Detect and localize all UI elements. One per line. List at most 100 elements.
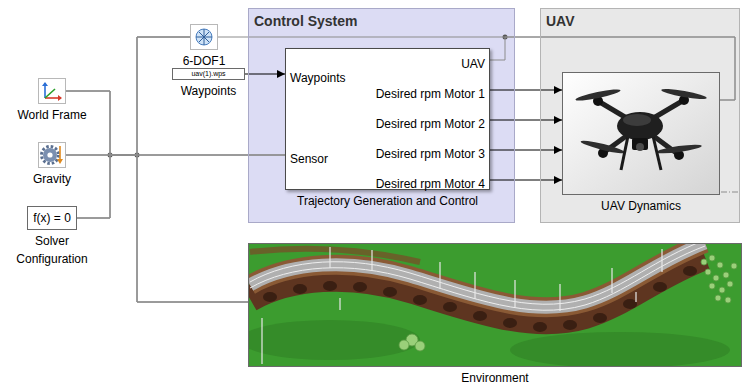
text-holder: World Frame: [17, 105, 86, 123]
area-title: UAV: [546, 13, 575, 29]
port-label: Desired rpm Motor 1: [376, 87, 485, 101]
landscape-drawing: [249, 244, 741, 366]
quadcopter-drawing: [617, 112, 663, 140]
landscape-drawing: [709, 255, 715, 261]
quadcopter-drawing: [632, 138, 648, 150]
port-label: UAV: [461, 57, 485, 71]
landscape-drawing: [510, 332, 730, 366]
quadcopter-drawing: [623, 114, 651, 126]
landscape-drawing: [731, 263, 737, 269]
text-holder: Control System: [254, 12, 357, 30]
world-frame-icon: [38, 78, 66, 104]
subsystem-block: WaypointsSensorUAVDesired rpm Motor 1Des…: [285, 48, 490, 190]
port-label: Desired rpm Motor 2: [376, 117, 485, 131]
unconnected-port-line: [721, 192, 738, 193]
landscape-drawing: [474, 272, 475, 299]
block-label: Solver Configuration: [16, 234, 87, 266]
landscape-drawing: [262, 247, 662, 364]
physical-connection: [490, 37, 735, 100]
landscape-drawing: [339, 298, 340, 310]
landscape-drawing: [503, 318, 517, 328]
landscape-drawing: [563, 320, 577, 330]
quadcopter-drawing: [636, 143, 644, 151]
block-label: Trajectory Generation and Control: [297, 194, 478, 208]
landscape-drawing: [473, 311, 487, 321]
landscape-drawing: [683, 266, 697, 276]
landscape-drawing: [439, 262, 440, 289]
gravity-block: Gravity: [38, 142, 66, 168]
landscape-drawing: [709, 283, 715, 289]
uav-block-face: [562, 72, 720, 195]
block-label: World Frame: [17, 108, 86, 122]
landscape-drawing: [249, 320, 420, 360]
six-dof-block: 6-DOF1: [190, 24, 218, 50]
landscape-drawing: [371, 250, 372, 271]
landscape-drawing: [353, 282, 367, 292]
text-holder: UAV: [461, 54, 485, 72]
environment-block: Environment: [248, 243, 742, 367]
quadcopter-drawing: [580, 139, 626, 156]
landscape-drawing: [723, 272, 729, 278]
port-label: Desired rpm Motor 4: [376, 177, 485, 191]
landscape-drawing: [533, 322, 547, 332]
text-holder: Desired rpm Motor 2: [376, 114, 485, 132]
landscape-drawing: [293, 284, 307, 294]
landscape-drawing: [443, 302, 457, 312]
landscape-drawing: [715, 295, 721, 301]
text-holder: UAV: [546, 12, 575, 30]
uav-block-face: [562, 72, 720, 195]
signal-arrow: [490, 180, 562, 181]
landscape-drawing: [399, 255, 737, 351]
landscape-drawing: [623, 299, 637, 309]
landscape-drawing: [383, 287, 397, 297]
world-frame-icon: [42, 82, 48, 86]
area-fill: [248, 8, 515, 223]
world-frame-icon: [45, 89, 55, 98]
landscape-drawing: [653, 282, 667, 292]
landscape-drawing: [399, 340, 409, 350]
text-holder: 6-DOF1: [183, 51, 226, 69]
landscape-drawing: [713, 275, 719, 281]
world-frame-icon: [58, 95, 62, 101]
quadcopter-drawing: [653, 136, 661, 170]
physical-connection: [77, 37, 190, 218]
gravity-icon: [57, 159, 63, 164]
gravity-icon: [38, 142, 66, 168]
signal-arrow: [490, 120, 562, 121]
solver-block: f(x) = 0Solver Configuration: [27, 206, 77, 230]
signal-arrow: [490, 150, 562, 151]
text-holder: Solver Configuration: [7, 231, 97, 267]
port-label: Desired rpm Motor 3: [376, 147, 485, 161]
quadcopter-drawing: [661, 87, 707, 101]
landscape-drawing: [717, 262, 723, 268]
physical-connection: [66, 155, 248, 302]
six-dof-icon: [190, 24, 218, 50]
world-frame-icon: [38, 78, 66, 104]
text-holder: Waypoints: [181, 81, 237, 99]
subsystem-area: UAV UAV Dynamics: [540, 8, 740, 223]
file-name: uav(1).wps: [191, 70, 225, 78]
text-holder: Environment: [461, 368, 528, 386]
area-title: Control System: [254, 13, 357, 29]
physical-connection: [66, 91, 285, 155]
landscape-drawing: [329, 247, 330, 268]
text-holder: UAV Dynamics: [601, 196, 681, 214]
area-fill: [540, 8, 740, 223]
gravity-icon: [43, 148, 57, 162]
subsystem-area: Control SystemWaypointsSensorUAVDesired …: [248, 8, 515, 223]
landscape-drawing: [611, 268, 612, 293]
text-holder: f(x) = 0: [28, 207, 76, 229]
block-label: UAV Dynamics: [601, 199, 681, 213]
physical-connection: [77, 155, 285, 218]
landscape-drawing: [514, 280, 515, 307]
six-dof-icon: [190, 24, 218, 50]
quadcopter-drawing: [575, 87, 707, 170]
landscape-drawing: [727, 281, 733, 287]
landscape-drawing: [593, 313, 607, 323]
port-label: Waypoints: [290, 71, 346, 85]
signal-arrow: [245, 74, 285, 75]
landscape-drawing: [705, 269, 711, 275]
landscape-drawing: [415, 341, 425, 351]
block-label: Gravity: [33, 172, 71, 186]
